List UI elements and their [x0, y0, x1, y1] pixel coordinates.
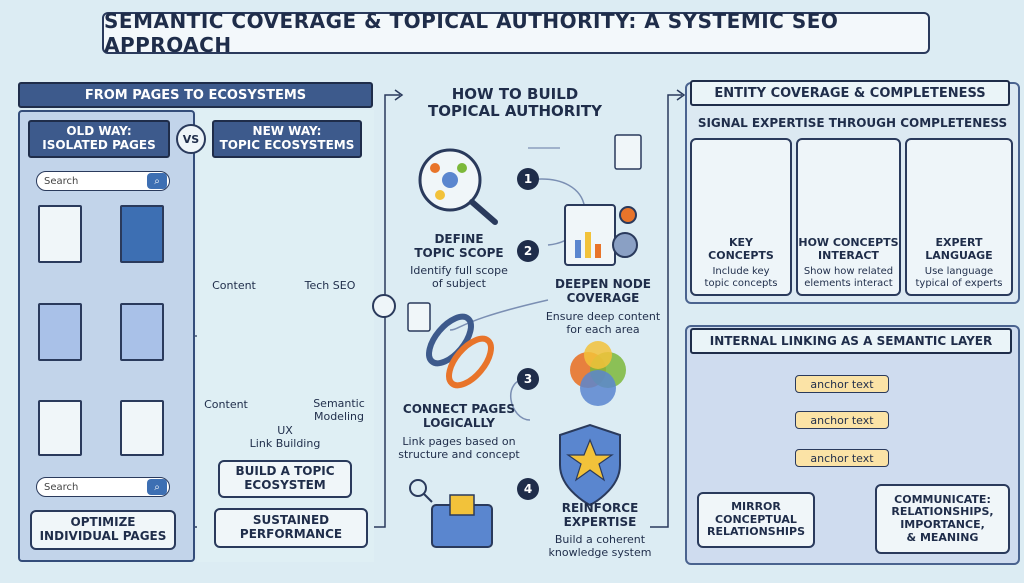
entity-coverage-subheader: SIGNAL EXPERTISE THROUGH COMPLETENESS	[697, 116, 1008, 130]
vs-badge: VS	[176, 124, 206, 154]
document-circle-icon	[372, 294, 396, 318]
step-number-2: 2	[517, 240, 539, 262]
search-input-top[interactable]: Search ⌕	[36, 171, 170, 191]
hex-label-semantic: Semantic Modeling	[313, 397, 365, 424]
communicate-box: COMMUNICATE: RELATIONSHIPS, IMPORTANCE, …	[875, 484, 1010, 554]
card-desc: Show how related elements interact	[803, 266, 894, 289]
search-input-bottom[interactable]: Search ⌕	[36, 477, 170, 497]
card-key-concepts: KEY CONCEPTS Include key topic concepts	[690, 138, 792, 296]
card-desc: Use language typical of experts	[915, 266, 1003, 289]
hex-label-ux: UX Link Building	[249, 424, 321, 451]
optimize-pages-box: OPTIMIZE INDIVIDUAL PAGES	[30, 510, 176, 550]
anchor-text-2[interactable]: anchor text	[795, 411, 889, 429]
step-3-desc: Link pages based on structure and concep…	[398, 435, 520, 462]
hex-label-content-2: Content	[204, 398, 248, 411]
step-1-title: DEFINE TOPIC SCOPE	[414, 232, 504, 260]
anchor-text-1[interactable]: anchor text	[795, 375, 889, 393]
step-4-desc: Build a coherent knowledge system	[548, 533, 652, 560]
card-title: KEY CONCEPTS	[708, 236, 774, 262]
document-icon	[120, 400, 164, 456]
internal-linking-header: INTERNAL LINKING AS A SEMANTIC LAYER	[690, 328, 1012, 354]
hex-label-tech-seo: Tech SEO	[304, 279, 356, 292]
old-way-label: OLD WAY: ISOLATED PAGES	[28, 120, 170, 158]
hex-label-content: Content	[212, 279, 256, 292]
card-expert-language: EXPERT LANGUAGE Use language typical of …	[905, 138, 1013, 296]
sustained-performance-box: SUSTAINED PERFORMANCE	[214, 508, 368, 548]
build-ecosystem-box: BUILD A TOPIC ECOSYSTEM	[218, 460, 352, 498]
entity-coverage-header: ENTITY COVERAGE & COMPLETENESS	[690, 80, 1010, 106]
document-icon	[120, 303, 164, 361]
step-3-title: CONNECT PAGES LOGICALLY	[402, 402, 516, 430]
card-desc: Include key topic concepts	[704, 266, 778, 289]
document-icon	[120, 205, 164, 263]
new-way-label: NEW WAY: TOPIC ECOSYSTEMS	[212, 120, 362, 158]
card-title: HOW CONCEPTS INTERACT	[798, 236, 899, 262]
page-title: SEMANTIC COVERAGE & TOPICAL AUTHORITY: A…	[102, 9, 930, 57]
section-header-pages-to-ecosystems: FROM PAGES TO ECOSYSTEMS	[18, 82, 373, 108]
step-2-title: DEEPEN NODE COVERAGE	[555, 277, 651, 305]
card-title: EXPERT LANGUAGE	[925, 236, 993, 262]
step-number-3: 3	[517, 368, 539, 390]
step-4-title: REINFORCE EXPERTISE	[561, 501, 639, 529]
step-2-desc: Ensure deep content for each area	[545, 310, 661, 337]
search-icon[interactable]: ⌕	[147, 173, 167, 189]
document-icon	[38, 205, 82, 263]
middle-header: HOW TO BUILD TOPICAL AUTHORITY	[427, 85, 603, 121]
document-icon	[38, 303, 82, 361]
step-1-desc: Identify full scope of subject	[410, 264, 508, 291]
document-icon	[38, 400, 82, 456]
search-placeholder: Search	[44, 175, 79, 187]
search-icon[interactable]: ⌕	[147, 479, 167, 495]
search-placeholder: Search	[44, 481, 79, 493]
card-how-concepts-interact: HOW CONCEPTS INTERACT Show how related e…	[796, 138, 901, 296]
anchor-text-3[interactable]: anchor text	[795, 449, 889, 467]
step-number-1: 1	[517, 168, 539, 190]
step-number-4: 4	[517, 478, 539, 500]
mirror-relationships-box: MIRROR CONCEPTUAL RELATIONSHIPS	[697, 492, 815, 548]
